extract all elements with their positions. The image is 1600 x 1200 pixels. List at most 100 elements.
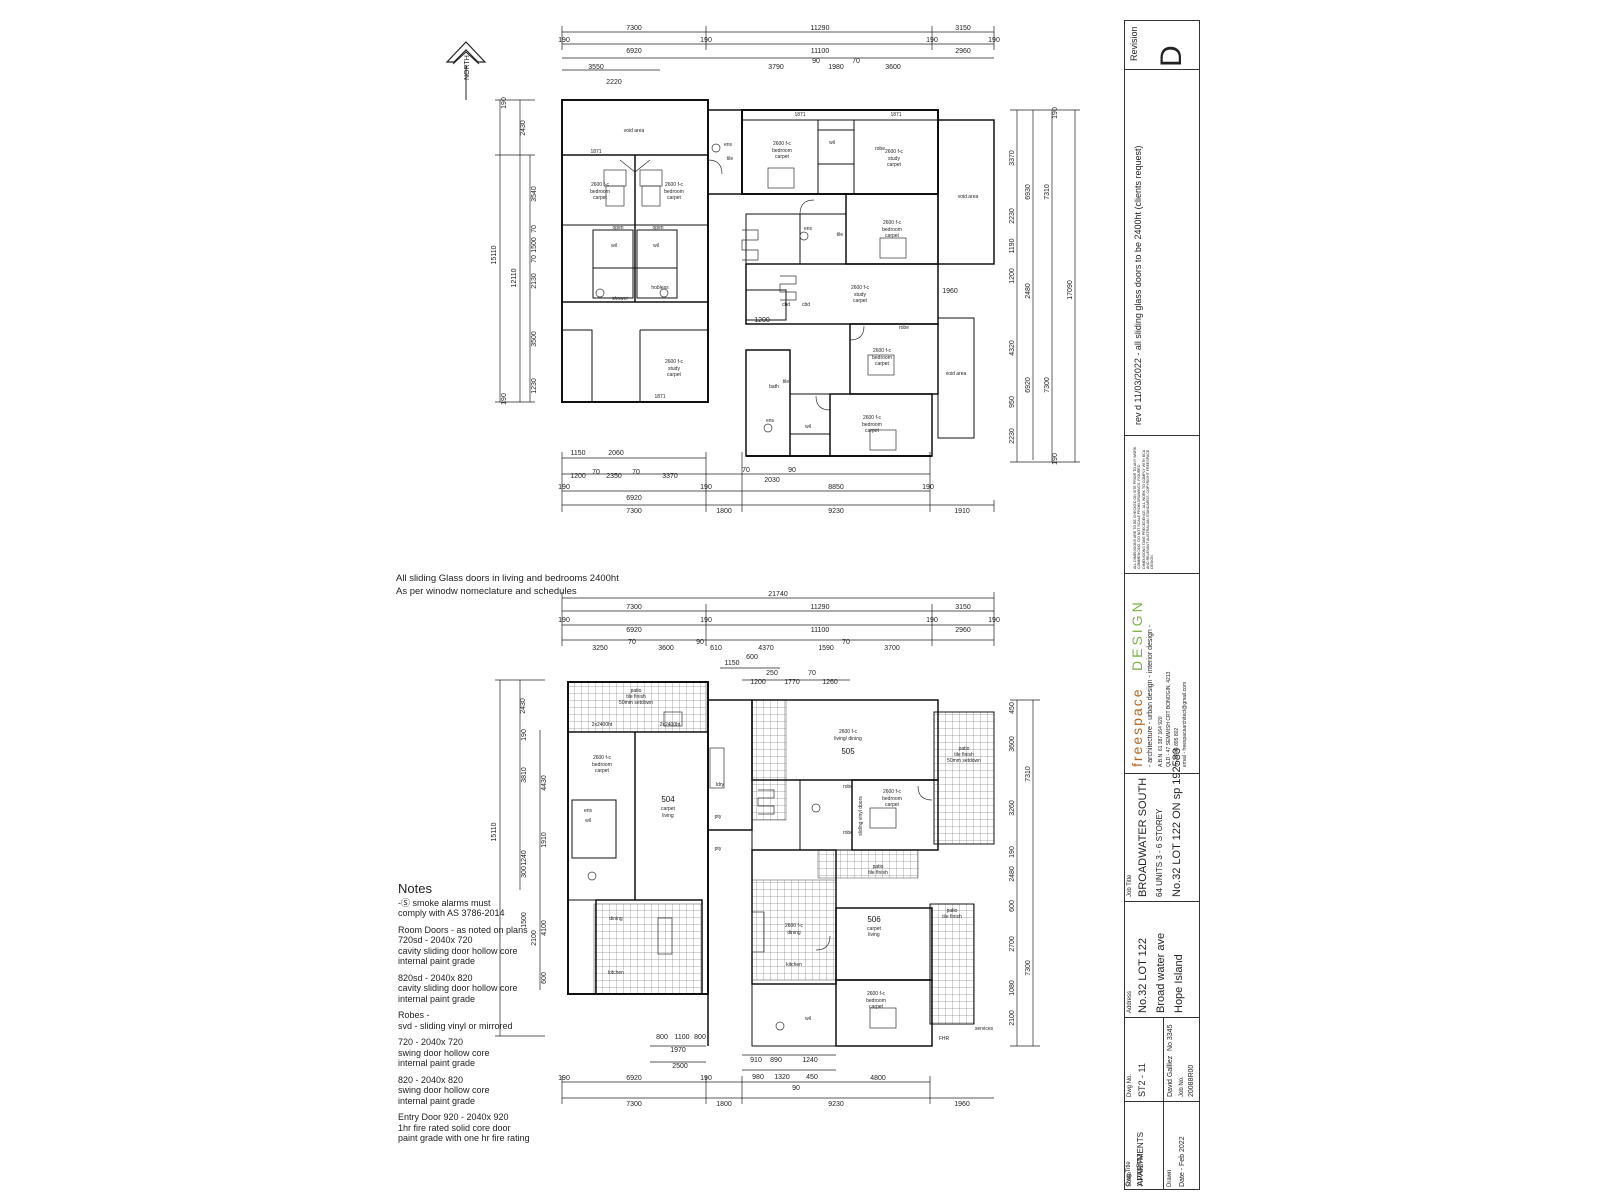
general-note-line-1: All sliding Glass doors in living and be…: [396, 573, 619, 584]
svg-text:bedroom: bedroom: [862, 422, 882, 428]
svg-text:carpet: carpet: [865, 428, 880, 434]
bottom-plan-tile-areas: [567, 681, 995, 1025]
svg-text:90: 90: [812, 58, 820, 65]
note-robes-1: Robes -: [398, 1010, 430, 1020]
svg-text:void area: void area: [946, 371, 967, 377]
svg-text:kitchen: kitchen: [608, 970, 624, 976]
svg-text:void area: void area: [624, 128, 645, 134]
svg-text:4100: 4100: [541, 920, 548, 936]
svg-text:robe: robe: [899, 325, 909, 331]
svg-text:2600 f-c: 2600 f-c: [665, 182, 684, 188]
top-plan-dimensions: [495, 26, 1080, 512]
svg-text:1590: 1590: [818, 645, 834, 652]
svg-text:2700: 2700: [1009, 936, 1016, 952]
svg-text:3790: 3790: [768, 64, 784, 71]
brand-abn: A.B.N. 61 387 164 920: [1158, 716, 1164, 767]
svg-text:21740: 21740: [768, 591, 788, 598]
svg-text:1150: 1150: [724, 660, 739, 667]
svg-text:190: 190: [558, 37, 570, 44]
svg-text:70: 70: [531, 225, 538, 233]
svg-text:shower: shower: [612, 296, 628, 302]
note-entry-3: paint grade with one hr fire rating: [398, 1133, 530, 1143]
svg-text:4320: 4320: [1009, 340, 1016, 356]
svg-text:70: 70: [842, 639, 850, 646]
svg-text:pty: pty: [715, 846, 722, 852]
svg-text:17090: 17090: [1067, 280, 1074, 300]
svg-text:12110: 12110: [511, 268, 518, 287]
svg-text:3250: 3250: [592, 645, 608, 652]
svg-text:wil: wil: [611, 243, 617, 249]
bottom-plan-room-labels: patio tile finish 50mm setdown patio til…: [584, 688, 994, 1042]
svg-text:tile finish: tile finish: [626, 694, 646, 700]
svg-text:2430: 2430: [520, 698, 527, 714]
svg-text:tile finish: tile finish: [942, 914, 962, 920]
svg-text:190: 190: [700, 484, 712, 491]
svg-text:190: 190: [558, 484, 570, 491]
svg-text:3370: 3370: [1009, 150, 1016, 166]
bottom-plan-dimension-labels: 21740 7300 11290 3150 190 6920 190 11100…: [558, 591, 1000, 1108]
svg-text:carpet: carpet: [661, 806, 676, 812]
svg-text:610: 610: [710, 645, 722, 652]
svg-text:3550: 3550: [588, 64, 604, 71]
svg-text:2600 f-c: 2600 f-c: [785, 923, 804, 929]
svg-text:carpet: carpet: [869, 1004, 884, 1010]
svg-text:bedroom: bedroom: [872, 355, 892, 361]
svg-text:wil: wil: [805, 424, 811, 430]
svg-text:3540: 3540: [531, 186, 538, 202]
svg-text:6930: 6930: [1025, 184, 1032, 200]
svg-text:2600 f-c: 2600 f-c: [591, 182, 610, 188]
drawn-number: No 3345: [1167, 1024, 1174, 1051]
svg-text:190: 190: [922, 484, 934, 491]
svg-text:15110: 15110: [491, 822, 498, 841]
svg-text:hobless: hobless: [651, 285, 669, 291]
svg-text:50mm setdown: 50mm setdown: [947, 758, 981, 764]
svg-text:190: 190: [700, 1075, 712, 1082]
bottom-plan-vertical-dimension-labels: 2430 190 3810 4430 1910 1240 1500 2100 4…: [491, 698, 1032, 1026]
svg-text:carpet: carpet: [853, 298, 868, 304]
svg-text:2500: 2500: [672, 1063, 688, 1070]
svg-text:carpet: carpet: [667, 372, 682, 378]
address-label: Address: [1127, 990, 1133, 1013]
svg-text:8850: 8850: [828, 484, 844, 491]
svg-text:3260: 3260: [1009, 800, 1016, 816]
svg-text:1960: 1960: [954, 1101, 970, 1108]
svg-text:450: 450: [1009, 702, 1016, 714]
svg-text:11100: 11100: [811, 48, 830, 55]
svg-text:3500: 3500: [531, 331, 538, 347]
svg-text:living: living: [662, 813, 674, 819]
svg-text:sliding vinyl doors: sliding vinyl doors: [858, 796, 864, 836]
svg-text:70: 70: [808, 670, 816, 677]
svg-text:4430: 4430: [541, 775, 548, 791]
svg-text:600: 600: [746, 654, 758, 661]
svg-text:1871: 1871: [794, 112, 805, 118]
note-smoke-2: comply with AS 3786-2014: [398, 908, 505, 918]
svg-text:7300: 7300: [626, 25, 642, 32]
svg-text:90: 90: [696, 639, 704, 646]
svg-text:70: 70: [852, 58, 860, 65]
svg-text:bedroom: bedroom: [590, 189, 610, 195]
svg-text:bedroom: bedroom: [664, 189, 684, 195]
note-820-3: internal paint grade: [398, 1095, 476, 1106]
svg-text:carpet: carpet: [775, 154, 790, 160]
svg-text:bedroom: bedroom: [772, 148, 792, 154]
svg-text:70: 70: [628, 639, 636, 646]
svg-text:tile: tile: [837, 232, 844, 238]
svg-text:2480: 2480: [1025, 283, 1032, 299]
svg-text:190: 190: [558, 1075, 570, 1082]
disclaimer: ALL DIMENSIONS ARE TO BE CHECKED ON SITE…: [1133, 446, 1155, 569]
svg-text:study: study: [668, 366, 680, 372]
svg-text:tile finish: tile finish: [954, 752, 974, 758]
brand-freespace: freespace: [1129, 687, 1145, 767]
svg-text:3810: 3810: [521, 767, 528, 783]
svg-text:190: 190: [1052, 453, 1059, 465]
svg-text:1960: 1960: [942, 288, 958, 295]
general-note: All sliding Glass doors in living and be…: [396, 572, 619, 598]
svg-text:2030: 2030: [764, 477, 780, 484]
svg-text:bedroom: bedroom: [866, 998, 886, 1004]
note-entry-1: Entry Door 920 - 2040x 920: [398, 1112, 509, 1122]
svg-text:1260: 1260: [822, 679, 838, 686]
svg-text:2960: 2960: [955, 48, 971, 55]
svg-text:carpet: carpet: [593, 195, 608, 201]
note-room-doors: Room Doors - as noted on plans: [398, 924, 528, 935]
svg-text:2600 f-c: 2600 f-c: [885, 149, 904, 155]
